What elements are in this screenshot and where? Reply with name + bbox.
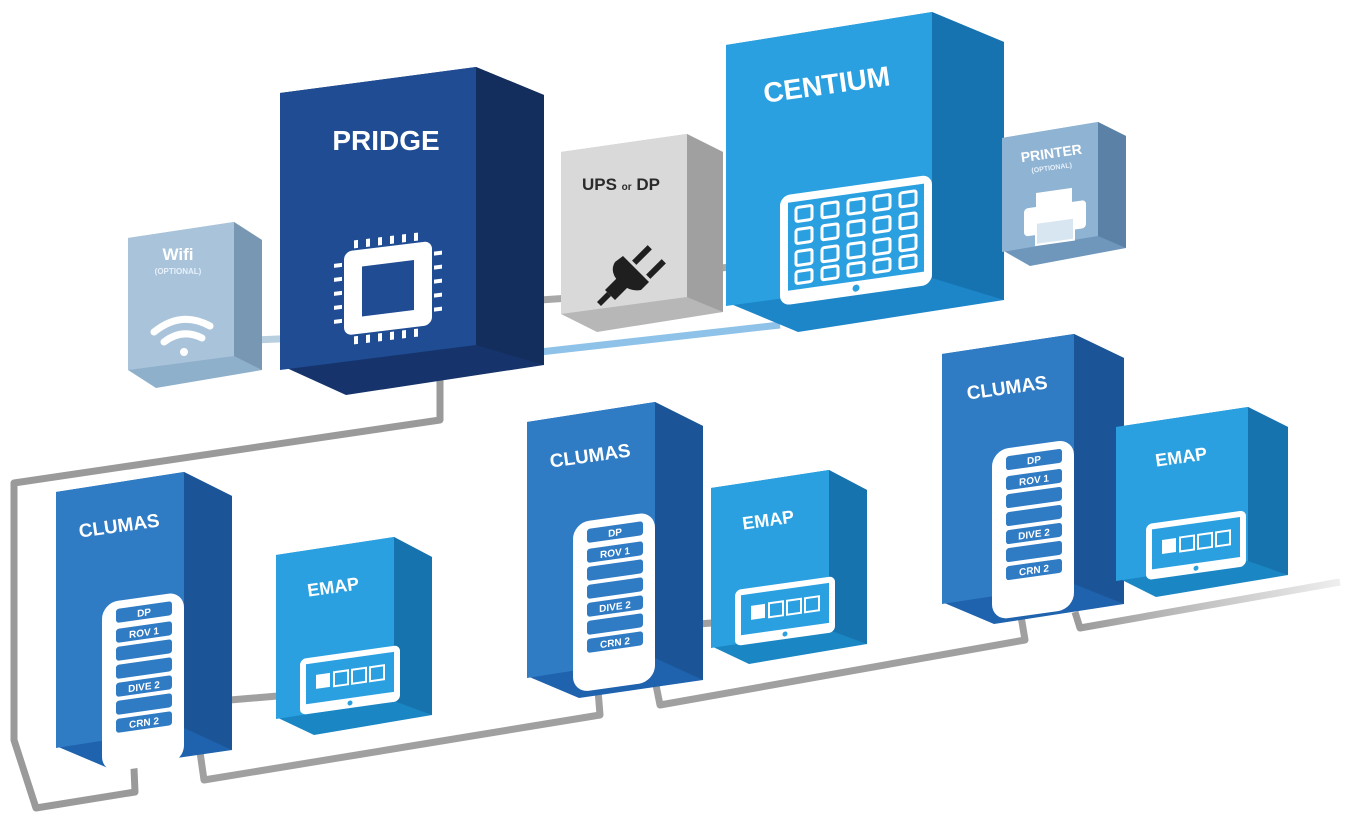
- clumas-node-2: CLUMAS DP ROV 1 DIVE 2 CRN 2: [523, 400, 708, 700]
- ups-node: UPS or DP: [557, 132, 727, 337]
- clumas-1-row-1: ROV 1: [129, 626, 159, 641]
- clumas-2-panel: DP ROV 1 DIVE 2 CRN 2: [573, 513, 655, 691]
- clumas-node-1: CLUMAS DP ROV 1 DIVE 2 CRN 2: [52, 470, 237, 771]
- chip-icon: [334, 232, 442, 345]
- centium-node: CENTIUM: [722, 10, 1007, 335]
- clumas-2-row-2: DIVE 2: [599, 600, 631, 615]
- ups-dp-label: DP: [636, 175, 660, 194]
- svg-text:UPS or DP: UPS or DP: [582, 175, 660, 194]
- clumas-3-row-2: DIVE 2: [1018, 527, 1050, 542]
- clumas-3-panel: DP ROV 1 DIVE 2 CRN 2: [992, 440, 1074, 619]
- cable-clumas2-clumas3: [651, 609, 1029, 709]
- cable-tail: [1071, 578, 1341, 632]
- clumas-3-panel-header: DP: [1027, 455, 1041, 468]
- ups-label: UPS: [582, 175, 617, 194]
- clumas-1-panel: DP ROV 1 DIVE 2 CRN 2: [102, 593, 184, 771]
- clumas-2-panel-header: DP: [608, 527, 622, 540]
- emap-node-3: EMAP: [1112, 405, 1292, 600]
- wifi-node: Wifi (OPTIONAL): [126, 220, 266, 390]
- wifi-label: Wifi: [162, 245, 193, 264]
- pridge-node: PRIDGE: [276, 65, 548, 400]
- pridge-label: PRIDGE: [332, 125, 439, 156]
- clumas-3-row-3: CRN 2: [1019, 563, 1049, 578]
- clumas-3-row-1: ROV 1: [1019, 473, 1049, 488]
- cable-pridge-trunk: [10, 380, 444, 812]
- printer-icon: [1024, 187, 1086, 247]
- wifi-sub: (OPTIONAL): [155, 267, 202, 276]
- plug-icon: [597, 245, 666, 306]
- wifi-icon: [150, 315, 214, 356]
- tablet-icon: [1146, 510, 1246, 580]
- clumas-1-row-3: CRN 2: [129, 716, 159, 731]
- printer-node: PRINTER (OPTIONAL): [1000, 120, 1130, 270]
- clumas-1-panel-header: DP: [137, 607, 151, 620]
- emap-node-1: EMAP: [272, 535, 437, 740]
- clumas-2-row-1: ROV 1: [600, 546, 630, 561]
- cable-clumas1-clumas2: [196, 689, 604, 784]
- emap-node-2: EMAP: [707, 468, 872, 668]
- tablet-icon: [300, 645, 400, 715]
- cable-pridge-centium: [539, 321, 781, 356]
- tablet-icon: [735, 576, 835, 646]
- clumas-node-3: CLUMAS DP ROV 1 DIVE 2 CRN 2: [938, 332, 1128, 627]
- tablet-grid-icon: [780, 175, 932, 305]
- ups-or: or: [622, 182, 632, 193]
- clumas-2-row-3: CRN 2: [600, 636, 630, 651]
- clumas-1-row-2: DIVE 2: [128, 680, 160, 695]
